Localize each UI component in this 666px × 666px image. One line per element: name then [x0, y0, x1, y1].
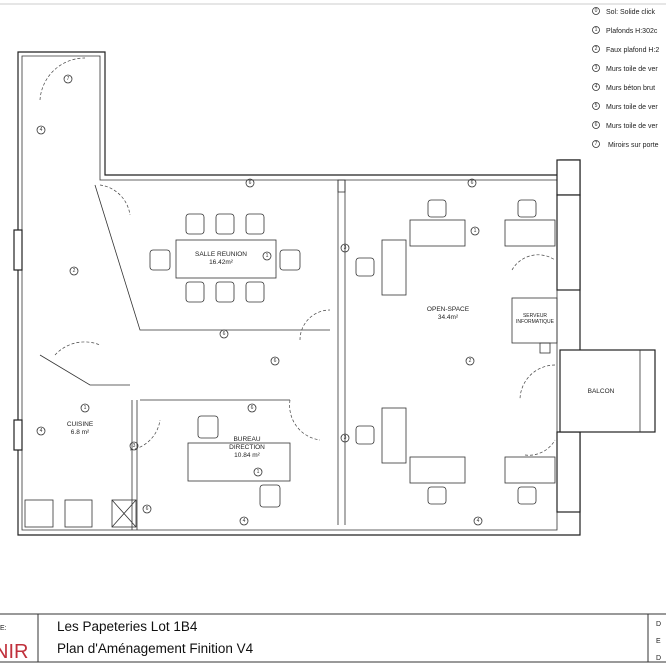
- legend-item: 2 Faux plafond H:2: [592, 45, 659, 54]
- legend-item: 4 Murs béton brut: [592, 83, 655, 92]
- room-area-cuisine: 6.8 m²: [71, 429, 90, 436]
- room-name-open-space: OPEN-SPACE: [427, 306, 470, 313]
- svg-text:1: 1: [474, 228, 477, 234]
- svg-text:7: 7: [67, 76, 70, 82]
- legend-item: 3 Murs toile de ver: [592, 64, 658, 73]
- partitions: [24, 180, 558, 530]
- svg-text:2: 2: [469, 358, 472, 364]
- svg-text:6: 6: [595, 122, 598, 128]
- svg-text:Murs béton brut: Murs béton brut: [606, 85, 655, 92]
- svg-text:1: 1: [84, 405, 87, 411]
- wall-tags: 7 4 2 6 6 3 6 6 2 1 4 3 6 6 4 4 3 1 1 1: [36, 74, 483, 526]
- svg-text:6: 6: [251, 405, 254, 411]
- svg-text:Murs toile de ver: Murs toile de ver: [606, 66, 658, 73]
- room-name-balcon: BALCON: [588, 388, 615, 395]
- svg-text:5: 5: [595, 103, 598, 109]
- svg-text:D: D: [656, 655, 661, 662]
- logo: NIR: [0, 641, 28, 663]
- legend: 0 Sol: Solide click 1 Plafonds H:302c 2 Fau…: [592, 7, 659, 149]
- svg-text:4: 4: [40, 127, 43, 133]
- svg-text:D: D: [656, 621, 661, 628]
- room-area-salle-reunion: 16.42m²: [209, 259, 234, 266]
- svg-text:2: 2: [73, 268, 76, 274]
- title-block: E: NIR Les Papeteries Lot 1B4 Plan d'Amé…: [0, 613, 666, 663]
- svg-text:0: 0: [595, 8, 598, 14]
- room-name-salle-reunion: SALLE REUNION: [195, 251, 247, 258]
- room-name-bureau: BUREAU: [233, 436, 260, 443]
- balcony: [559, 349, 656, 433]
- svg-text:Miroirs sur porte: Miroirs sur porte: [608, 142, 659, 149]
- svg-text:Murs toile de ver: Murs toile de ver: [606, 104, 658, 111]
- room-name-serveur-2: INFORMATIQUE: [516, 319, 555, 325]
- svg-text:4: 4: [40, 428, 43, 434]
- svg-text:1: 1: [266, 253, 269, 259]
- director-desk: [187, 415, 291, 508]
- legend-item: 6 Murs toile de ver: [592, 121, 658, 130]
- legend-item: 7 Miroirs sur porte: [592, 140, 659, 149]
- svg-text:6: 6: [249, 180, 252, 186]
- outer-walls: [13, 51, 581, 536]
- svg-text:4: 4: [243, 518, 246, 524]
- svg-text:6: 6: [223, 331, 226, 337]
- svg-text:7: 7: [595, 141, 598, 147]
- project-title: Les Papeteries Lot 1B4: [57, 619, 198, 634]
- svg-text:4: 4: [477, 518, 480, 524]
- svg-text:Faux plafond H:2: Faux plafond H:2: [606, 47, 659, 54]
- svg-text:Sol: Solide click: Sol: Solide click: [606, 9, 656, 16]
- svg-text:1: 1: [595, 27, 598, 33]
- svg-text:2: 2: [595, 46, 598, 52]
- svg-text:6: 6: [146, 506, 149, 512]
- svg-text:6: 6: [471, 180, 474, 186]
- open-space-desks: [355, 199, 556, 505]
- room-name-bureau-2: DIRECTION: [229, 444, 265, 451]
- room-name-serveur: SERVEUR: [523, 313, 547, 319]
- doors: [39, 57, 556, 456]
- legend-item: 0 Sol: Solide click: [592, 7, 656, 16]
- room-name-cuisine: CUISINE: [67, 421, 94, 428]
- svg-text:E: E: [656, 638, 661, 645]
- drawing-subtitle: Plan d'Aménagement Finition V4: [57, 641, 254, 656]
- legend-item: 5 Murs toile de ver: [592, 102, 658, 111]
- room-area-open-space: 34.4m²: [438, 314, 459, 321]
- svg-text:6: 6: [274, 358, 277, 364]
- svg-text:1: 1: [257, 469, 260, 475]
- svg-text:3: 3: [595, 65, 598, 71]
- svg-text:Plafonds H:302c: Plafonds H:302c: [606, 28, 658, 35]
- svg-text:3: 3: [344, 435, 347, 441]
- svg-text:4: 4: [595, 84, 598, 90]
- svg-text:Murs toile de ver: Murs toile de ver: [606, 123, 658, 130]
- room-area-bureau: 10.84 m²: [234, 452, 260, 459]
- meeting-table: [149, 213, 301, 303]
- svg-text:3: 3: [133, 443, 136, 449]
- legend-item: 1 Plafonds H:302c: [592, 26, 658, 35]
- svg-text:3: 3: [344, 245, 347, 251]
- title-block-label: E:: [0, 625, 7, 632]
